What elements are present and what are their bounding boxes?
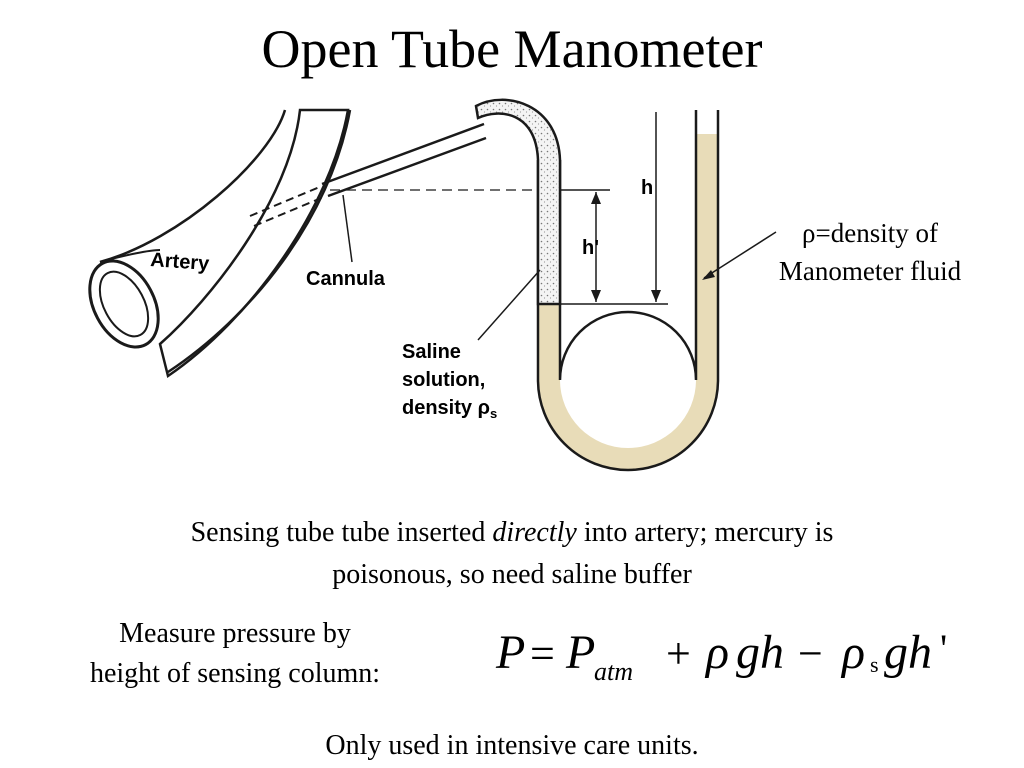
sensing-text-before: Sensing tube tube inserted bbox=[190, 517, 493, 548]
saline-density-subscript: s bbox=[490, 406, 497, 421]
eq-s-subscript: s bbox=[870, 652, 879, 677]
eq-p: P bbox=[495, 626, 525, 679]
eq-gh-2: gh bbox=[884, 626, 932, 679]
cannula bbox=[249, 122, 540, 263]
eq-equals: = bbox=[530, 629, 555, 678]
eq-gh-1: gh bbox=[736, 626, 784, 679]
h-prime-label: h' bbox=[582, 237, 599, 259]
density-arrow bbox=[702, 231, 777, 280]
sensing-text-after: into artery; mercury is bbox=[576, 517, 834, 548]
sensing-emphasis: directly bbox=[492, 517, 577, 548]
artery-label: Artery bbox=[150, 249, 211, 275]
density-annotation-line1: ρ=density of bbox=[802, 218, 938, 248]
saline-label-line1: Saline bbox=[402, 341, 461, 363]
saline-label-line3: density ρs bbox=[402, 397, 497, 421]
saline-leader-line bbox=[477, 269, 541, 341]
footer-note: Only used in intensive care units. bbox=[325, 730, 699, 761]
measure-line2: height of sensing column: bbox=[89, 658, 381, 689]
manometer-tube bbox=[536, 110, 720, 472]
pressure-equation: P = P atm + ρ gh − ρ s gh ' bbox=[495, 626, 947, 686]
sensing-description: Sensing tube tube inserted directly into… bbox=[60, 512, 964, 596]
eq-rho-1: ρ bbox=[704, 626, 729, 679]
height-markers bbox=[560, 112, 668, 305]
sensing-line1: Sensing tube tube inserted directly into… bbox=[60, 512, 964, 554]
sensing-line2: poisonous, so need saline buffer bbox=[332, 559, 692, 590]
eq-minus: − bbox=[798, 629, 823, 678]
eq-plus: + bbox=[666, 629, 691, 678]
measure-line1: Measure pressure by bbox=[119, 618, 351, 649]
slide-title: Open Tube Manometer bbox=[261, 19, 763, 79]
saline-column bbox=[474, 98, 562, 306]
eq-rho-2: ρ bbox=[840, 626, 865, 679]
eq-prime: ' bbox=[940, 626, 947, 671]
eq-patm: P bbox=[565, 626, 595, 679]
measure-description: Measure pressure by height of sensing co… bbox=[40, 614, 430, 694]
eq-atm-subscript: atm bbox=[594, 657, 633, 686]
density-annotation-line2: Manometer fluid bbox=[778, 256, 962, 286]
saline-label-line2: solution, bbox=[402, 369, 485, 391]
saline-density-text: density ρ bbox=[402, 397, 490, 419]
density-annotation: ρ=density of Manometer fluid bbox=[748, 214, 992, 290]
h-label: h bbox=[641, 177, 653, 199]
artery-vessel bbox=[88, 108, 352, 379]
cannula-label: Cannula bbox=[306, 268, 386, 290]
artery-opening bbox=[88, 259, 160, 349]
